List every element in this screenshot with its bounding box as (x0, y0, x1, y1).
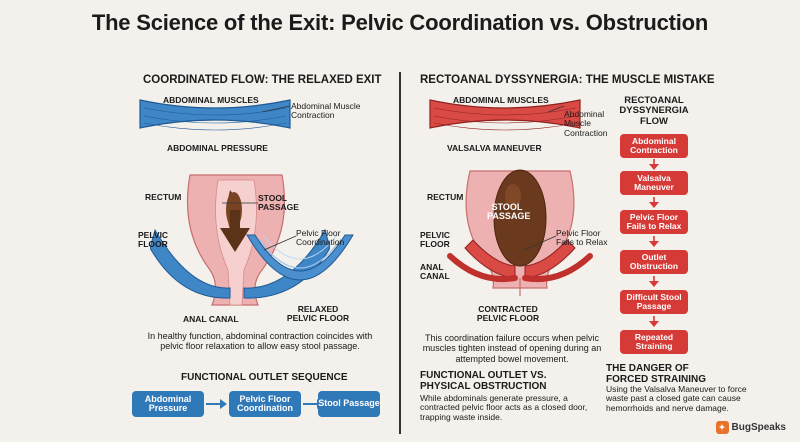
right-fails-note: Pelvic Floor Fails to Relax (556, 228, 608, 248)
right-abdominal-muscles-label: ABDOMINAL MUSCLES (453, 95, 549, 105)
arrow-down-icon (649, 276, 659, 287)
pointer-line (548, 105, 565, 113)
sequence-step-stool-passage: Stool Passage (318, 391, 380, 417)
left-paragraph: In healthy function, abdominal contracti… (147, 331, 373, 352)
bug-icon: ✦ (715, 421, 729, 434)
right-heading: RECTOANAL DYSSYNERGIA: THE MUSCLE MISTAK… (420, 74, 715, 86)
right-abdominal-muscle-band (429, 99, 581, 131)
flow-step-abdominal-contraction: Abdominal Contraction (620, 134, 688, 158)
right-rectum-label: RECTUM (427, 192, 464, 202)
right-abdominal-note: Abdominal Muscle Contraction (564, 109, 608, 138)
left-rectum-label: RECTUM (145, 192, 182, 202)
right-contracted-floor-label: CONTRACTED PELVIC FLOOR (476, 304, 540, 323)
left-abdominal-muscle-band (139, 99, 291, 131)
left-pelvic-floor-label: PELVIC FLOOR (138, 230, 169, 249)
left-stool-passage-label: STOOL PASSAGE (258, 193, 299, 212)
left-abdominal-muscles-label: ABDOMINAL MUSCLES (163, 95, 259, 105)
arrow-down-icon (649, 316, 659, 327)
sequence-step-abdominal-pressure: Abdominal Pressure (132, 391, 204, 417)
left-coordination-note: Pelvic Floor Coordination (296, 228, 345, 248)
flow-step-repeated-straining: Repeated Straining (620, 330, 688, 354)
arrow-down-icon (649, 236, 659, 247)
flow-step-pelvic-floor-fails: Pelvic Floor Fails to Relax (620, 210, 688, 234)
brand-logo: ✦ BugSpeaks (715, 421, 786, 434)
right-anal-canal-label: ANAL CANAL (420, 262, 450, 281)
left-abdominal-pressure-label: ABDOMINAL PRESSURE (167, 143, 268, 153)
left-relaxed-floor-label: RELAXED PELVIC FLOOR (286, 304, 350, 323)
pointer-line (523, 235, 557, 251)
logo-text: BugSpeaks (731, 422, 786, 433)
arrow-down-icon (649, 197, 659, 208)
flow-step-difficult-stool-passage: Difficult Stool Passage (620, 290, 688, 314)
flow-step-outlet-obstruction: Outlet Obstruction (620, 250, 688, 274)
column-divider (399, 72, 401, 434)
left-heading: COORDINATED FLOW: THE RELAXED EXIT (143, 74, 382, 86)
right-rectum-illustration (447, 169, 593, 296)
arrow-down-icon (649, 159, 659, 170)
flow-heading: RECTOANAL DYSSYNERGIA FLOW (619, 95, 689, 127)
right-paragraph: This coordination failure occurs when pe… (422, 333, 602, 364)
left-relaxed-floor-bowl (246, 234, 354, 281)
pointer-line (263, 235, 297, 251)
pointer-line (222, 202, 258, 204)
right-obstruction-text: While abdominals generate pressure, a co… (420, 393, 588, 422)
right-obstruction-heading: FUNCTIONAL OUTLET VS. PHYSICAL OBSTRUCTI… (420, 370, 547, 392)
right-pelvic-floor-label: PELVIC FLOOR (420, 230, 451, 249)
pointer-line (262, 105, 291, 113)
danger-heading: THE DANGER OF FORCED STRAINING (606, 363, 706, 385)
left-rectum-illustration (150, 174, 330, 306)
arrow-right-icon (206, 399, 227, 409)
left-anal-canal-label: ANAL CANAL (183, 314, 239, 324)
danger-text: Using the Valsalva Maneuver to force was… (606, 384, 747, 413)
right-valsalva-label: VALSALVA MANEUVER (447, 143, 542, 153)
right-stool-passage-label: STOOL PASSAGE (487, 202, 531, 222)
sequence-step-pelvic-floor-coordination: Pelvic Floor Coordination (229, 391, 301, 417)
left-sequence-heading: FUNCTIONAL OUTLET SEQUENCE (181, 372, 348, 383)
page-title: The Science of the Exit: Pelvic Coordina… (91, 10, 709, 35)
left-abdominal-note: Abdominal Muscle Contraction (291, 101, 361, 121)
flow-step-valsalva-maneuver: Valsalva Maneuver (620, 171, 688, 195)
